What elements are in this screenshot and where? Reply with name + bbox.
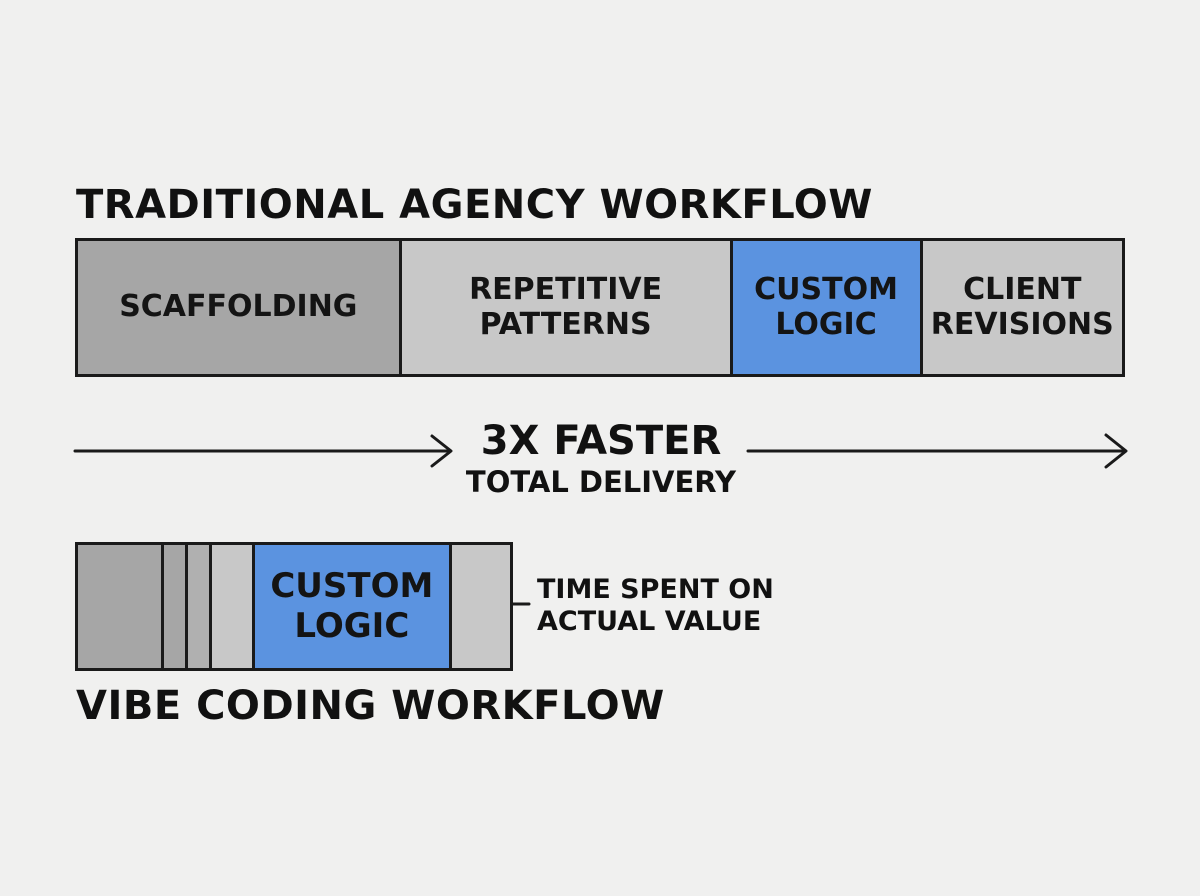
traditional-segment-label: CUSTOM LOGIC xyxy=(754,272,898,342)
traditional-segment-label: SCAFFOLDING xyxy=(119,289,358,325)
traditional-segment-client-revisions: CLIENT REVISIONS xyxy=(922,241,1122,374)
traditional-segment-scaffolding: SCAFFOLDING xyxy=(78,241,402,374)
speedup-headline: 3X FASTER xyxy=(480,418,722,464)
vibe-segment-4 xyxy=(211,545,256,668)
vibe-segment-label: CUSTOM LOGIC xyxy=(270,566,434,646)
vibe-segment-custom-logic: CUSTOM LOGIC xyxy=(255,545,452,668)
vibe-segment-2 xyxy=(164,545,189,668)
speedup-subtitle: TOTAL DELIVERY xyxy=(465,465,737,499)
traditional-segment-custom-logic: CUSTOM LOGIC xyxy=(732,241,923,374)
traditional-workflow-title: TRADITIONAL AGENCY WORKFLOW xyxy=(76,182,873,228)
traditional-workflow-bar: SCAFFOLDING REPETITIVE PATTERNS CUSTOM L… xyxy=(75,238,1125,377)
vibe-workflow-bar: CUSTOM LOGIC xyxy=(75,542,513,671)
traditional-segment-repetitive-patterns: REPETITIVE PATTERNS xyxy=(401,241,733,374)
traditional-segment-label: CLIENT REVISIONS xyxy=(930,272,1114,342)
vibe-segment-6 xyxy=(451,545,510,668)
arrow-right-head xyxy=(1104,433,1128,469)
value-annotation: TIME SPENT ON ACTUAL VALUE xyxy=(537,574,774,638)
vibe-segment-3 xyxy=(188,545,212,668)
traditional-segment-label: REPETITIVE PATTERNS xyxy=(469,272,663,342)
vibe-segment-1 xyxy=(78,545,165,668)
vibe-workflow-title: VIBE CODING WORKFLOW xyxy=(76,683,665,729)
arrow-left-head xyxy=(430,434,453,468)
